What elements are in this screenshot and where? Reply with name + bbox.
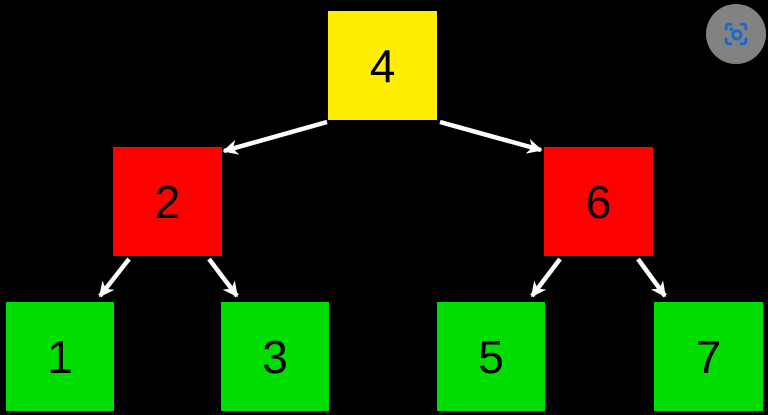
- screen-capture-button[interactable]: [706, 4, 766, 64]
- tree-edge-4-6: [439, 119, 543, 154]
- tree-node-5: 5: [437, 302, 545, 411]
- tree-node-3: 3: [221, 302, 329, 411]
- tree-edge-6-5: [530, 257, 562, 298]
- screen-capture-icon: [724, 22, 748, 46]
- tree-edge-2-3: [207, 257, 239, 298]
- tree-node-6: 6: [544, 147, 653, 256]
- tree-node-7: 7: [654, 302, 763, 411]
- tree-edge-6-7: [636, 257, 667, 298]
- tree-node-1: 1: [6, 302, 114, 411]
- tree-edge-2-1: [98, 257, 131, 298]
- tree-node-4: 4: [328, 11, 437, 120]
- tree-node-2: 2: [113, 147, 222, 256]
- tree-edge-4-2: [222, 119, 328, 155]
